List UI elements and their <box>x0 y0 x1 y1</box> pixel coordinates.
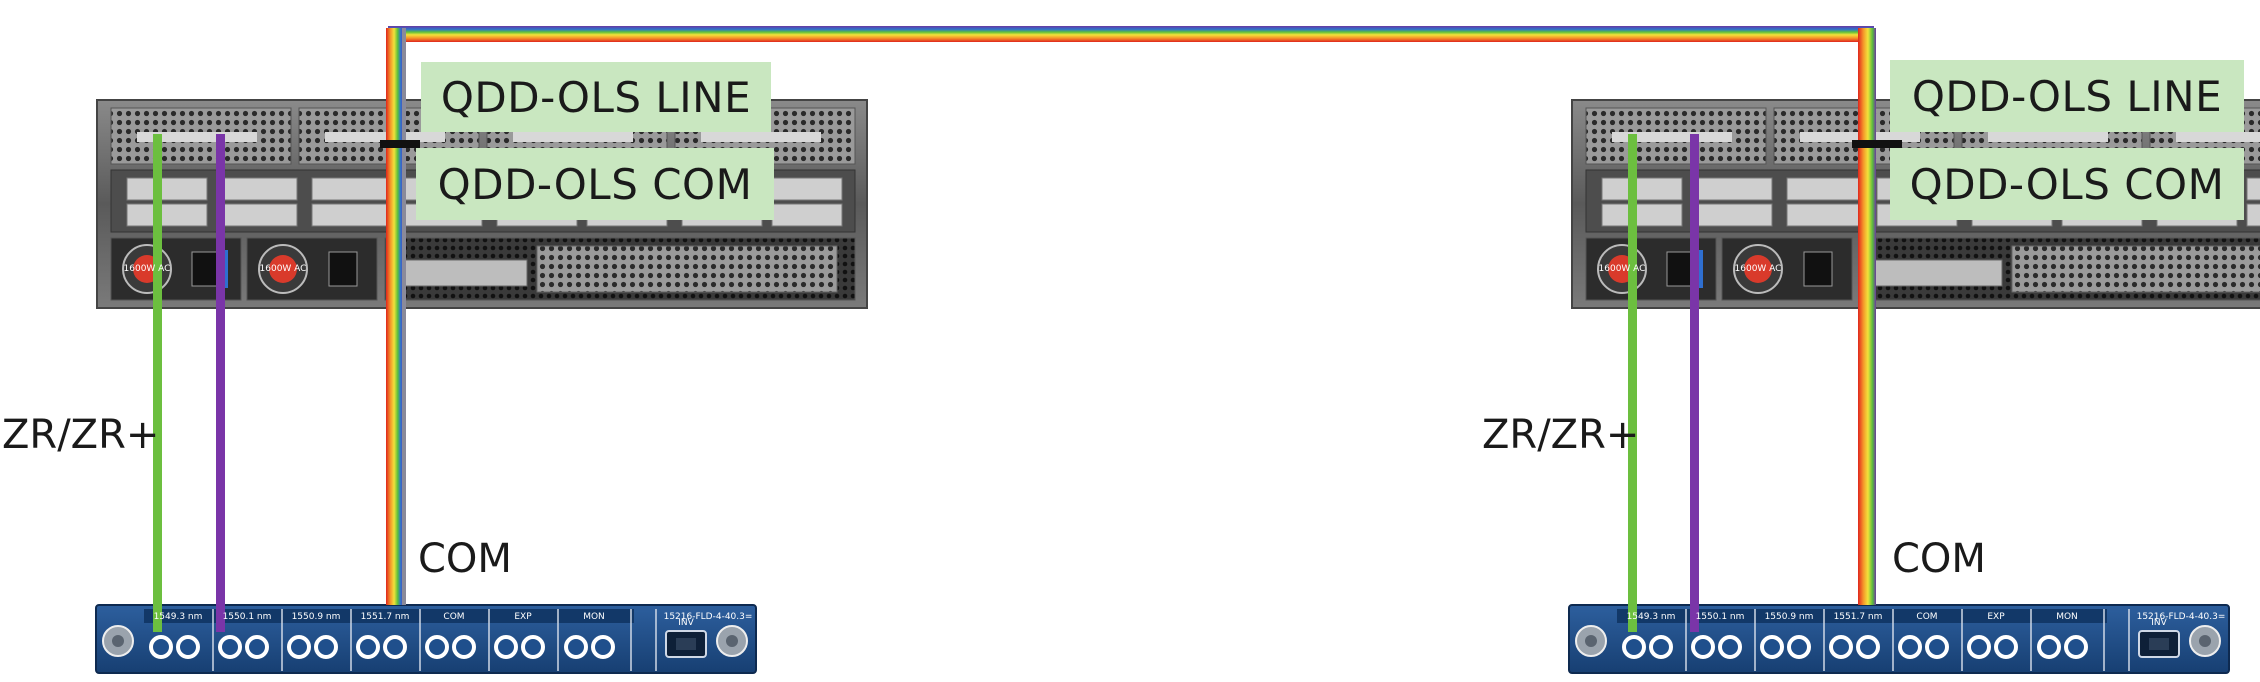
qdd-ols-line-label-left: QDD-OLS LINE <box>421 62 771 132</box>
module-port-label: 1550.9 nm <box>292 612 341 622</box>
module-port-label: 1550.1 nm <box>223 612 272 622</box>
module-port-label: 1551.7 nm <box>1834 612 1883 622</box>
zr-label-left: ZR/ZR+ <box>2 412 160 458</box>
module-port-label: 1551.7 nm <box>361 612 410 622</box>
module-inv-label: INV <box>2151 618 2167 628</box>
com-label-left: COM <box>418 536 512 582</box>
module-part-number: 15216-FLD-4-40.3= <box>664 612 753 622</box>
module-port-label: MON <box>583 612 605 622</box>
module-port-label: 1550.1 nm <box>1696 612 1745 622</box>
qdd-ols-com-label-left: QDD-OLS COM <box>416 148 774 220</box>
line-fiber-span <box>388 26 1874 42</box>
zr-label-right: ZR/ZR+ <box>1482 412 1640 458</box>
module-port-label: 1549.3 nm <box>1627 612 1676 622</box>
com-fiber-left <box>386 28 404 605</box>
module-port-label: MON <box>2056 612 2078 622</box>
zr-fiber-purple-left <box>216 134 225 632</box>
psu-rating-label: 1600W AC <box>1735 264 1782 274</box>
com-label-right: COM <box>1892 536 1986 582</box>
module-part-number: 15216-FLD-4-40.3= <box>2137 612 2226 622</box>
module-port-label: COM <box>443 612 464 622</box>
psu-rating-label: 1600W AC <box>1599 264 1646 274</box>
zr-fiber-green-right <box>1628 134 1637 632</box>
module-port-label: EXP <box>1987 612 2005 622</box>
com-fiber-right <box>1858 28 1876 605</box>
module-inv-label: INV <box>678 618 694 628</box>
module-port-label: 1549.3 nm <box>154 612 203 622</box>
qdd-ols-line-label-right: QDD-OLS LINE <box>1890 60 2244 132</box>
psu-rating-label: 1600W AC <box>124 264 171 274</box>
module-port-label: EXP <box>514 612 532 622</box>
module-port-label: 1550.9 nm <box>1765 612 1814 622</box>
psu-rating-label: 1600W AC <box>260 264 307 274</box>
module-port-label: COM <box>1916 612 1937 622</box>
zr-fiber-green-left <box>153 134 162 632</box>
zr-fiber-purple-right <box>1690 134 1699 632</box>
qdd-ols-com-label-right: QDD-OLS COM <box>1890 148 2244 220</box>
